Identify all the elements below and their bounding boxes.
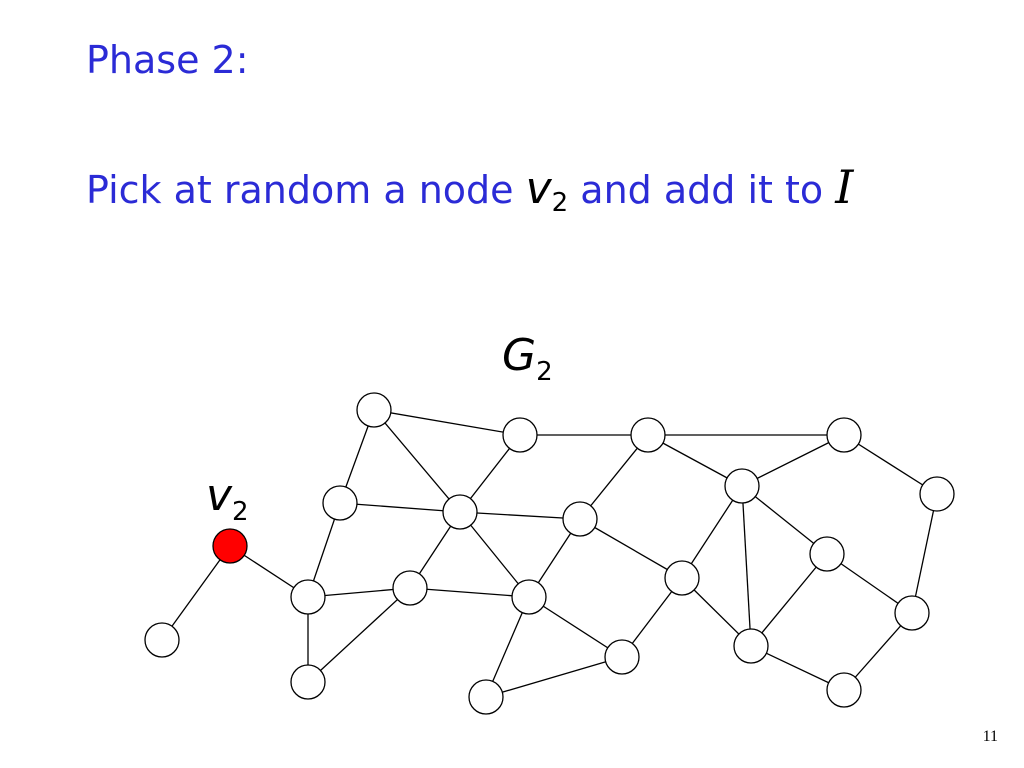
graph-edge-j-f (485, 596, 530, 698)
graph-edge-d-g (339, 502, 461, 513)
graph-edge-e-h (373, 409, 521, 436)
node-variable-subscript: 2 (551, 188, 569, 218)
graph-node-a (144, 622, 180, 658)
graph-nodes (144, 392, 955, 715)
graph-edge-i-j (409, 587, 530, 598)
graph-node-o (724, 468, 760, 504)
highlighted-node-v2 (212, 528, 248, 564)
graph-node-m (630, 417, 666, 453)
highlighted-node-label-subscript: 2 (232, 497, 249, 527)
graph-edge-g-k (459, 511, 581, 520)
graph-node-k (562, 501, 598, 537)
graph-edge-f-l (485, 656, 623, 698)
instruction-text-start: Pick at random a node (86, 168, 526, 212)
highlighted-node-label-name: v (206, 470, 233, 521)
graph-edge-m-o (647, 434, 743, 487)
graph-edge-j-l (528, 596, 623, 658)
instruction-line: Pick at random a node v2 and add it to I (86, 160, 853, 218)
graph-label-subscript: 2 (536, 357, 553, 387)
slide-number: 11 (982, 728, 998, 745)
graph-node-g (442, 494, 478, 530)
graph-label-name: G (502, 330, 537, 381)
graph-node-l (604, 639, 640, 675)
graph-node-q (809, 536, 845, 572)
graph-node-c (290, 664, 326, 700)
graph-edge-o-q (741, 485, 828, 555)
graph-edge-n-s (843, 434, 938, 495)
graph-edge-q-t (750, 553, 828, 647)
graph-label: G2 (502, 330, 553, 387)
graph-node-i (392, 570, 428, 606)
graph-node-e (356, 392, 392, 428)
graph-edge-o-t (741, 485, 752, 647)
graph-node-p (664, 560, 700, 596)
graph-edge-k-p (579, 518, 683, 579)
graph-node-f (468, 679, 504, 715)
graph-node-h (502, 417, 538, 453)
graph-edge-e-g (373, 409, 461, 513)
slide-heading: Phase 2: (86, 38, 249, 82)
graph-node-s (919, 476, 955, 512)
graph-edge-g-j (459, 511, 530, 598)
node-variable: v2 (525, 163, 569, 218)
set-name: I (835, 160, 854, 214)
graph-edge-c-i (307, 587, 411, 683)
graph-node-u (826, 672, 862, 708)
graph-edge-k-m (579, 434, 649, 520)
graph-edge-n-o (741, 434, 845, 487)
graph-node-r (894, 595, 930, 631)
graph-node-d (322, 485, 358, 521)
graph-edge-o-p (681, 485, 743, 579)
node-variable-name: v (525, 163, 552, 214)
graph-node-j (511, 579, 547, 615)
instruction-text-middle: and add it to (568, 168, 836, 212)
highlighted-node-label: v2 (206, 470, 249, 527)
graph-edge-s-r (911, 493, 938, 614)
graph-edge-v2-a (161, 545, 231, 641)
graph-node-b (290, 579, 326, 615)
graph-node-n (826, 417, 862, 453)
graph-node-t (733, 628, 769, 664)
